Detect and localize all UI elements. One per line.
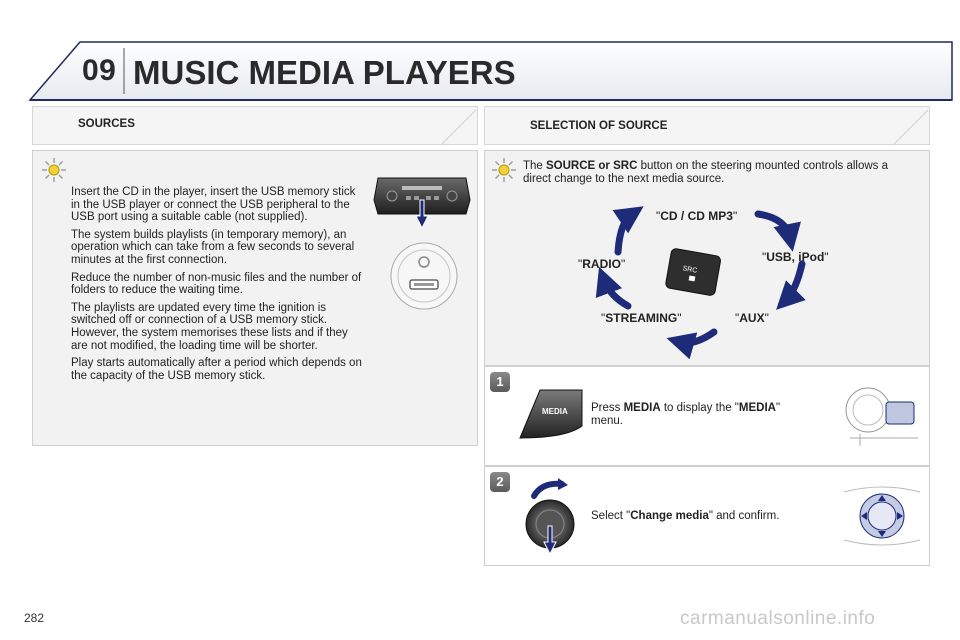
watermark: carmanualsonline.info [680, 608, 876, 629]
source-cycle-diagram: SRC [595, 206, 806, 360]
step-1-text: Press MEDIA to display the "MEDIA" menu. [591, 402, 781, 427]
page-number: 282 [24, 611, 45, 625]
cycle-label-cd: "CD / CD MP3" [656, 209, 738, 223]
chapter-number: 09 [82, 54, 117, 87]
sources-paragraph: Insert the CD in the player, insert the … [71, 186, 356, 224]
cycle-label-radio: "RADIO" [578, 257, 626, 271]
media-button-label: MEDIA [542, 407, 568, 416]
source-src-button-ref: SOURCE or SRC [546, 160, 638, 172]
control-panel-media-illustration [840, 376, 924, 452]
selection-intro: The SOURCE or SRC button on the steering… [523, 160, 888, 185]
step-1-badge: 1 [490, 372, 510, 392]
step-2-text: Select "Change media" and confirm. [591, 510, 780, 522]
usb-port-illustration [390, 242, 458, 310]
sources-text: Insert the CD in the player, insert the … [71, 186, 367, 387]
sources-paragraph: The playlists are updated every time the… [71, 301, 348, 352]
rotary-knob-illustration [525, 478, 575, 556]
sources-title: SOURCES [78, 118, 135, 130]
src-button-label: SRC [682, 265, 698, 274]
sources-paragraph: Reduce the number of non-music files and… [71, 271, 362, 297]
cd-player-illustration [373, 177, 471, 230]
selection-title: SELECTION OF SOURCE [530, 120, 668, 132]
sources-paragraph: Play starts automatically after a period… [71, 357, 362, 382]
cycle-label-usb: "USB, iPod" [762, 250, 829, 264]
info-lamp-icon [42, 158, 66, 182]
cycle-label-streaming: "STREAMING" [601, 311, 682, 325]
sources-paragraph: The system builds playlists (in temporar… [71, 228, 355, 266]
chapter-header-frame [28, 41, 953, 101]
selection-section-bar [484, 106, 930, 145]
info-lamp-icon [492, 158, 516, 182]
control-panel-knob-illustration [840, 478, 924, 554]
step-2-badge: 2 [490, 472, 510, 492]
sources-section-bar [32, 106, 478, 145]
media-button-illustration: MEDIA [519, 389, 583, 439]
cycle-label-aux: "AUX" [735, 311, 769, 325]
chapter-title: MUSIC MEDIA PLAYERS [133, 54, 516, 91]
